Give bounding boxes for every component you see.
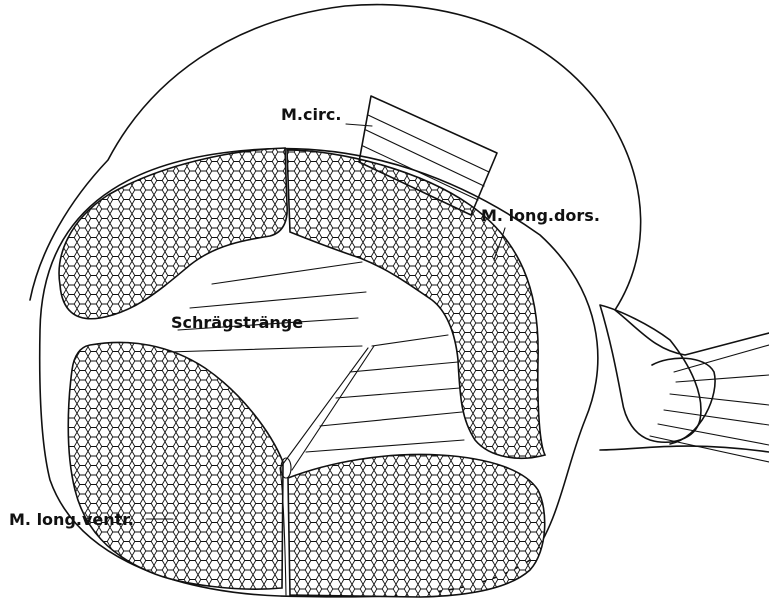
label-m-long-dors: M. long.dors. — [481, 206, 600, 225]
dorsal-longitudinal-muscle-left — [59, 148, 287, 319]
ventral-longitudinal-muscle-right — [288, 454, 545, 597]
label-m-long-ventr: M. long.ventr. — [9, 510, 134, 529]
label-schraegstraenge: Schrägstränge — [171, 313, 303, 332]
leader-circ — [346, 124, 372, 126]
body-outline-lower — [600, 446, 769, 452]
dorsal-longitudinal-muscle-right — [287, 150, 545, 458]
label-m-circ: M.circ. — [281, 105, 341, 124]
appendage — [600, 305, 769, 462]
ventral-longitudinal-muscle-left — [68, 342, 283, 589]
